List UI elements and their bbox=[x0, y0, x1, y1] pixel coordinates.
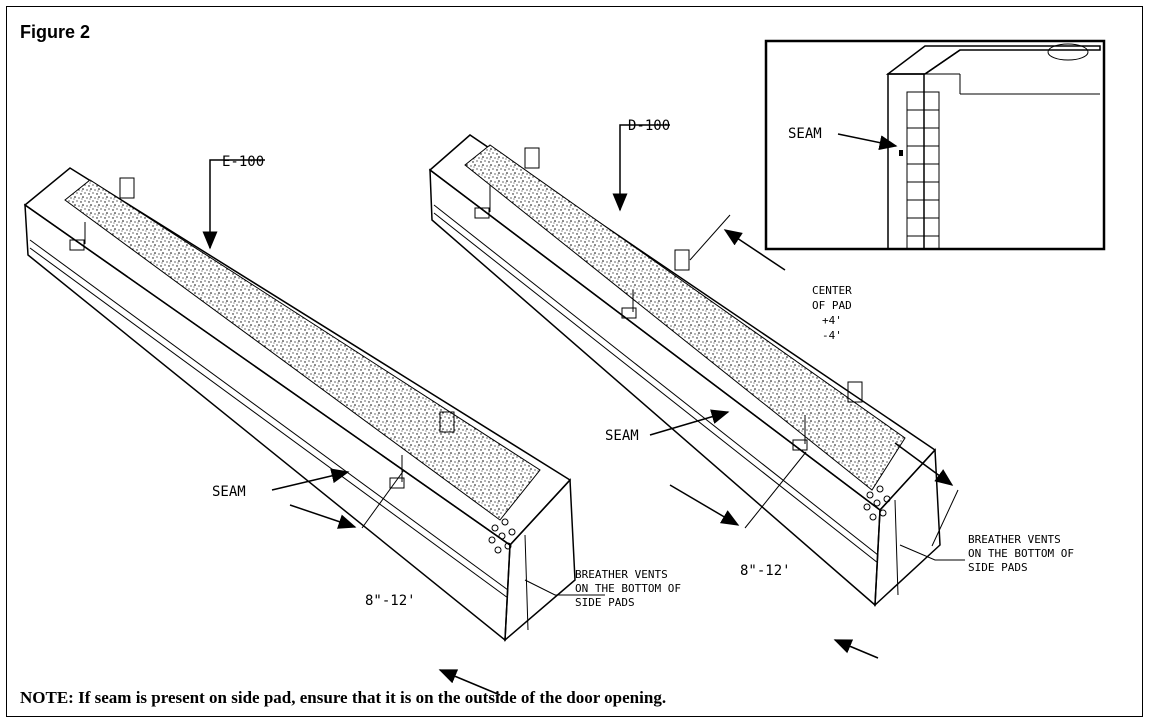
right-vents-leader bbox=[899, 544, 965, 561]
figure-title: Figure 2 bbox=[20, 22, 91, 42]
right-seam-leader bbox=[649, 409, 730, 436]
inset-frame-post bbox=[887, 73, 925, 250]
right-dim-arrow-bottom bbox=[833, 639, 879, 659]
figure-note: NOTE: If seam is present on side pad, en… bbox=[20, 688, 667, 707]
right-pad-foam bbox=[464, 144, 906, 491]
center-label-line3: +4' bbox=[822, 314, 842, 327]
left-vents-line2: ON THE BOTTOM OF bbox=[575, 582, 681, 595]
center-dim-arrow-top bbox=[723, 229, 786, 271]
left-vents-line3: SIDE PADS bbox=[575, 596, 635, 609]
left-model-label: E-100 bbox=[222, 154, 264, 170]
center-label-line4: -4' bbox=[822, 329, 842, 342]
left-seam-leader bbox=[271, 468, 350, 491]
left-dim-arrow-bottom bbox=[438, 669, 501, 696]
left-seam-label: SEAM bbox=[212, 484, 246, 500]
left-model-leader bbox=[202, 159, 265, 250]
left-vents-leader bbox=[524, 579, 605, 596]
inset-seam-label: SEAM bbox=[788, 126, 822, 142]
left-dimension-label: 8"-12' bbox=[365, 593, 416, 609]
left-vents-line1: BREATHER VENTS bbox=[575, 568, 668, 581]
left-pad-foam bbox=[64, 179, 541, 521]
right-pad bbox=[428, 124, 965, 659]
right-model-leader bbox=[612, 124, 670, 212]
center-dim-arrow-bottom bbox=[894, 442, 954, 486]
left-pad-seam-line bbox=[29, 239, 509, 591]
left-pad-brackets bbox=[69, 177, 455, 489]
right-pad-seam-line bbox=[433, 204, 879, 556]
right-dim-arrow-top bbox=[669, 484, 740, 526]
right-dimension-label: 8"-12' bbox=[740, 563, 791, 579]
center-label-line2: OF PAD bbox=[812, 299, 852, 312]
right-pad-brackets bbox=[474, 147, 863, 451]
inset-pad-layers bbox=[906, 91, 940, 250]
center-label-line1: CENTER bbox=[812, 284, 852, 297]
right-vents-line1: BREATHER VENTS bbox=[968, 533, 1061, 546]
right-pad-end-face bbox=[874, 448, 941, 607]
left-dim-arrow-top bbox=[289, 504, 357, 529]
left-pad-vents bbox=[488, 518, 516, 554]
left-pad bbox=[23, 159, 605, 696]
right-seam-label: SEAM bbox=[605, 428, 639, 444]
right-vents-line2: ON THE BOTTOM OF bbox=[968, 547, 1074, 560]
inset-detail bbox=[764, 39, 1106, 251]
right-model-label: D-100 bbox=[628, 118, 670, 134]
inset-seam-leader bbox=[837, 133, 898, 151]
right-vents-line3: SIDE PADS bbox=[968, 561, 1028, 574]
right-pad-vents bbox=[863, 485, 891, 521]
left-pad-end-face bbox=[504, 478, 576, 642]
